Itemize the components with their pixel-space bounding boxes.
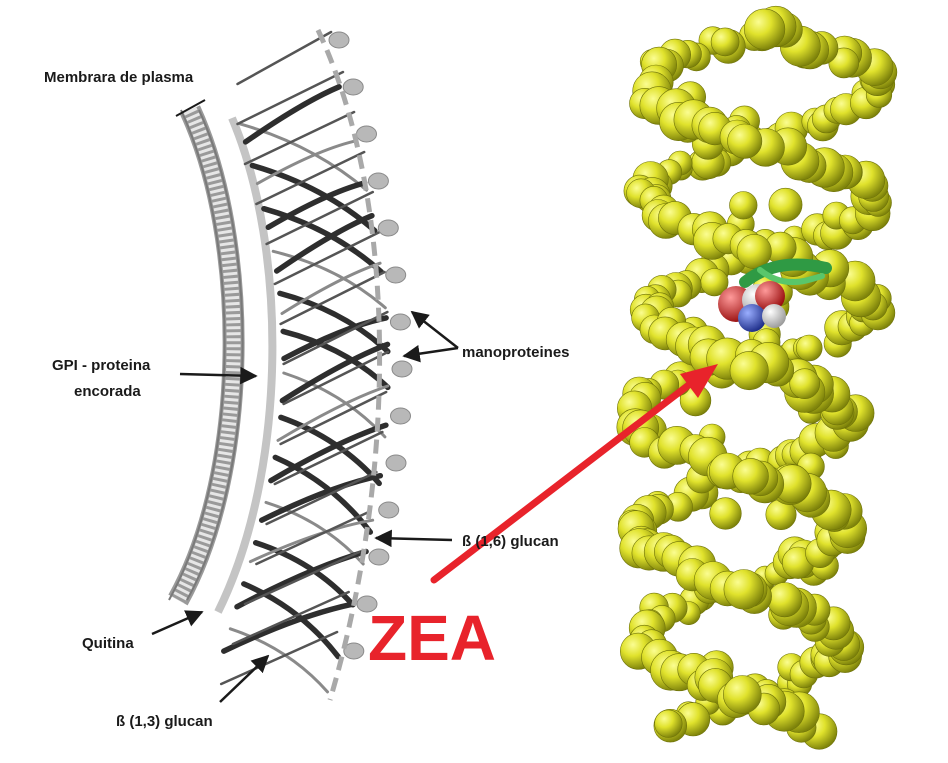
mannoprotein-knob [377, 219, 399, 237]
glucan-fiber [221, 601, 356, 654]
helix-atom-sphere [767, 582, 803, 618]
mannoprotein-knob [367, 172, 389, 190]
helix-atom-sphere [732, 458, 769, 495]
glucan-fiber [252, 540, 356, 608]
cell-wall-illustration [168, 28, 413, 701]
label-manoproteines: manoproteines [462, 344, 570, 361]
helix-atom-sphere [723, 569, 764, 610]
glucan-fiber [282, 350, 390, 406]
helix-atom-sphere [736, 234, 772, 270]
label-zea: ZEA [368, 602, 496, 674]
glucan-fiber [265, 190, 375, 246]
mannoprotein-knob [328, 31, 350, 49]
glucan-fiber [279, 270, 386, 326]
label-beta-1-3-glucan: ß (1,3) glucan [116, 713, 213, 730]
glucan-fiber [280, 261, 382, 315]
helix-atom-sphere [710, 27, 740, 57]
glucan-fiber [236, 30, 333, 86]
glucan-fiber [255, 139, 356, 186]
glucan-fiber [243, 550, 361, 606]
glucan-fiber [242, 84, 342, 145]
glucan-fiber [273, 430, 384, 486]
outer-mannoprotein-layer [315, 28, 383, 701]
label-pointers [151, 99, 459, 703]
glucan-fiber [258, 472, 384, 523]
label-quitina: Quitina [82, 635, 134, 652]
glucan-fiber [271, 249, 387, 310]
helix-atom-sphere [743, 8, 786, 50]
mannoprotein-knob [385, 266, 407, 284]
helix-atom-sphere [709, 497, 742, 530]
glucan-helix-model [616, 5, 898, 750]
helix-atom-sphere [729, 351, 769, 391]
glucan-fiber [241, 581, 341, 660]
glucan-fiber [255, 510, 370, 566]
glucan-fiber [279, 341, 391, 404]
glucan-fiber [265, 470, 378, 526]
glucan-fiber [243, 110, 356, 166]
label-beta-1-6-glucan: ß (1,6) glucan [462, 533, 559, 550]
beta13-pointer [219, 654, 270, 703]
mannoprotein-knobs [328, 31, 413, 660]
mannoprotein-knob [356, 595, 378, 613]
mannoprotein-knob [356, 125, 377, 143]
glucan-fiber [231, 590, 350, 646]
mannoprotein-knob [378, 501, 400, 519]
glucan-fiber [261, 205, 385, 275]
zea-ligand-molecule [718, 258, 832, 332]
label-membrana-de-plasma: Membrara de plasma [44, 69, 194, 86]
plasma-membrane [168, 105, 245, 606]
glucan-fiber [276, 384, 390, 442]
glucan-fiber [265, 180, 368, 231]
glucan-fiber [273, 212, 375, 274]
gpi-pointer [179, 366, 258, 385]
zea-arrow [430, 364, 718, 584]
mannoprotein-knob [368, 548, 390, 566]
mannoprotein-knob [391, 360, 413, 378]
glucan-fiber [282, 310, 389, 366]
quitina-pointer [151, 610, 204, 636]
glucan-fiber [255, 150, 366, 206]
helix-atom-sphere [789, 368, 821, 400]
mano-pointer-1 [410, 310, 459, 349]
inner-wall-layer [214, 116, 277, 614]
glucan-fiber [236, 70, 345, 126]
beta16-pointer [374, 529, 453, 548]
label-gpi-protein-line1: GPI - proteina [52, 357, 151, 374]
helix-atom-sphere [768, 187, 803, 222]
glucan-fiber [238, 122, 368, 192]
glucan-fiber [228, 627, 329, 694]
helix-atom-sphere [722, 675, 762, 714]
mannoprotein-knob [343, 642, 365, 660]
mannoprotein-knob [342, 78, 364, 96]
glucan-fiber [219, 630, 339, 686]
mannoprotein-knob [390, 407, 411, 425]
mano-pointer-2 [402, 345, 459, 363]
mannoprotein-knob [385, 454, 407, 472]
helix-atom-sphere [729, 191, 758, 220]
glucan-fiber [273, 230, 381, 286]
label-gpi-protein-line2: encorada [74, 383, 141, 400]
glucan-fiber [279, 390, 388, 446]
membrana-pointer [175, 99, 206, 117]
helix-atom-sphere [795, 334, 823, 362]
mannoprotein-knob [389, 313, 411, 331]
helix-atom-sphere [654, 709, 683, 738]
helix-atom-sphere [727, 123, 763, 159]
